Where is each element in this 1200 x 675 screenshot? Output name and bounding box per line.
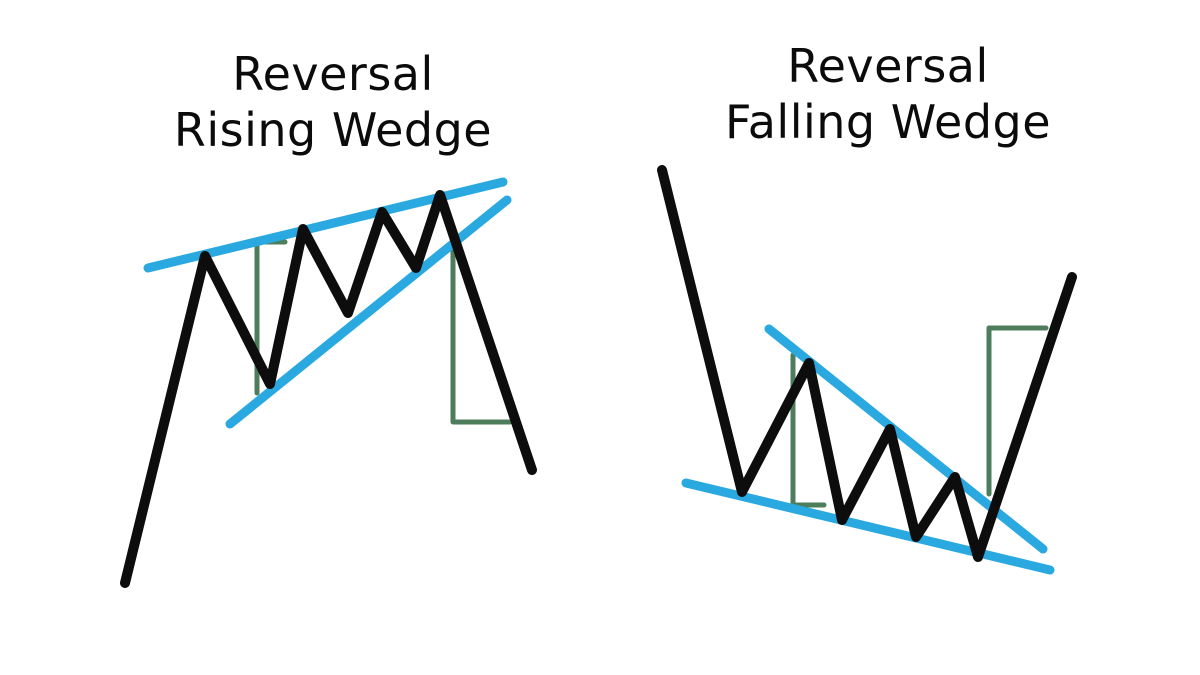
rising-wedge-title: Reversal Rising Wedge [133, 46, 533, 158]
reversal-rising-wedge-support-trendline [225, 195, 512, 429]
rising-wedge-title-line1: Reversal [232, 47, 434, 101]
falling-wedge-title-line2: Falling Wedge [724, 95, 1052, 150]
falling-wedge-title: Reversal Falling Wedge [688, 38, 1088, 150]
reversal-rising-wedge-price-target-bracket [450, 244, 513, 425]
falling-wedge-title-line1: Reversal [787, 39, 989, 93]
reversal-falling-wedge-price-target-bracket [986, 325, 1049, 497]
rising-wedge-title-line2: Rising Wedge [173, 103, 493, 158]
reversal-falling-wedge-price-line [657, 165, 1077, 562]
reversal-rising-wedge-price-line [120, 190, 537, 588]
reversal-falling-wedge-support-trendline [681, 478, 1055, 575]
